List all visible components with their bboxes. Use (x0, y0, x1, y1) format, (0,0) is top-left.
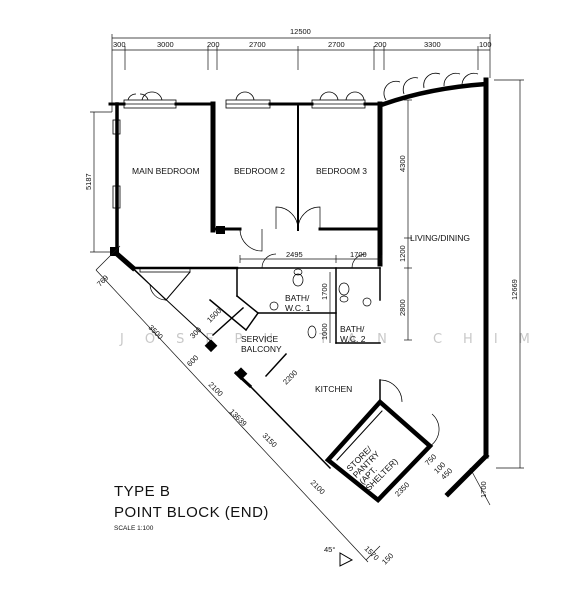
dim-bath-1000: 1000 (320, 323, 329, 340)
dim-right-1200: 1200 (398, 245, 407, 262)
label-bedroom-3: BEDROOM 3 (316, 166, 367, 176)
label-bath-1-line1: BATH/ (285, 293, 310, 303)
dim-right-2800: 2800 (398, 299, 407, 316)
dim-150: 150 (380, 551, 395, 566)
north-arrow-icon (339, 552, 354, 567)
dim-right-12669: 12669 (510, 279, 519, 300)
top-dimensions (111, 34, 491, 112)
doors (149, 206, 440, 447)
label-main-bedroom: MAIN BEDROOM (132, 166, 200, 176)
label-kitchen: KITCHEN (315, 384, 352, 394)
dim-top-8: 100 (479, 40, 492, 49)
dim-769: 769 (95, 273, 110, 288)
dim-top-6: 200 (374, 40, 387, 49)
label-bath-2-line1: BATH/ (340, 324, 365, 334)
label-bedroom-2: BEDROOM 2 (234, 166, 285, 176)
dim-13639: 13639 (228, 407, 249, 428)
dim-bath-1700: 1700 (320, 283, 329, 300)
dim-top-1: 300 (113, 40, 126, 49)
label-bath-1-line2: W.C. 1 (285, 303, 311, 313)
dim-top-2: 3000 (157, 40, 174, 49)
dim-600: 600 (185, 353, 200, 368)
dim-top-4: 2700 (249, 40, 266, 49)
dim-right-1700: 1700 (479, 481, 488, 498)
watermark: JOSEPH TAN CHIM (119, 332, 551, 347)
diagonal-dimensions (95, 245, 381, 563)
dim-2100b: 2100 (309, 478, 327, 496)
title-scale: SCALE 1:100 (114, 525, 154, 532)
dim-right-4300: 4300 (398, 155, 407, 172)
dim-2495: 2495 (286, 250, 303, 259)
dim-2200: 2200 (281, 368, 299, 386)
label-service-line2: BALCONY (241, 344, 282, 354)
title-type: TYPE B (114, 483, 170, 500)
pillars (110, 226, 248, 381)
dim-top-total: 12500 (290, 27, 311, 36)
dim-top-7: 3300 (424, 40, 441, 49)
left-dimensions (90, 111, 118, 253)
title-block: POINT BLOCK (END) (114, 504, 269, 521)
dim-top-3: 200 (207, 40, 220, 49)
dim-2100a: 2100 (207, 380, 225, 398)
dim-3150: 3150 (261, 431, 279, 449)
dim-1700-mid: 1700 (350, 250, 367, 259)
windows (112, 72, 479, 273)
right-dimensions (404, 79, 524, 469)
interior-dimensions (239, 255, 383, 343)
label-bath-2-line2: W.C. 2 (340, 334, 366, 344)
north-angle: 45° (324, 545, 335, 554)
bath-fixtures (269, 268, 372, 339)
dim-left-5187: 5187 (84, 173, 93, 190)
walls (108, 77, 490, 504)
dim-top-5: 2700 (328, 40, 345, 49)
label-living-dining: LIVING/DINING (410, 233, 470, 243)
label-service-line1: SERVICE (241, 334, 278, 344)
